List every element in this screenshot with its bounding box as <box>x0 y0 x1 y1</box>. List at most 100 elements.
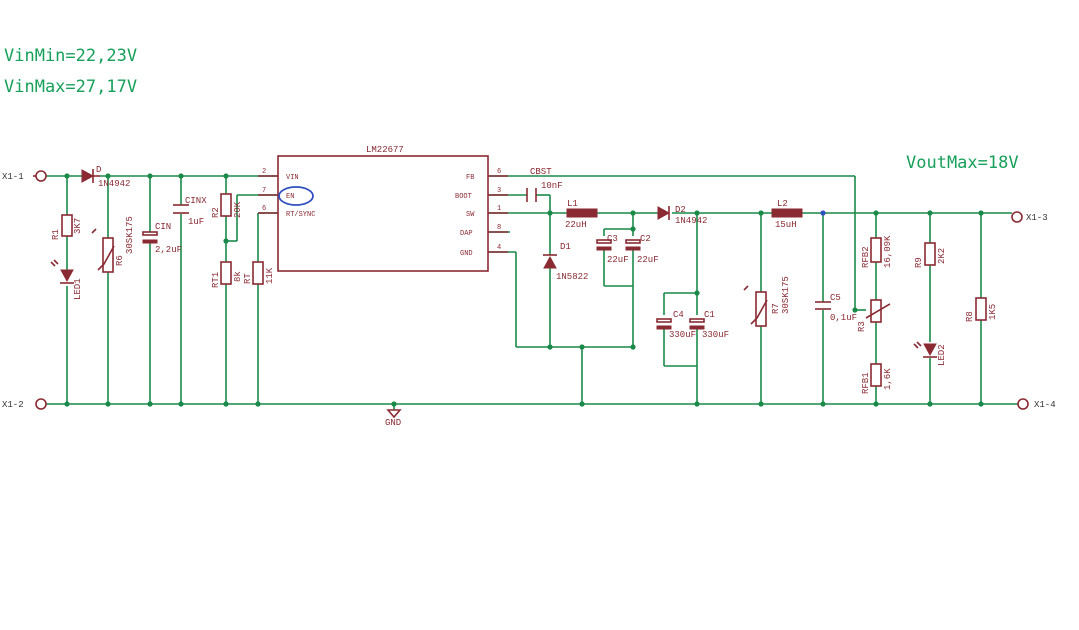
ic-pin-label: GND <box>460 250 473 258</box>
capacitor-cbst: CBST 10nF <box>526 167 563 202</box>
svg-text:D1: D1 <box>560 242 571 252</box>
svg-text:15uH: 15uH <box>775 220 797 230</box>
svg-text:22uF: 22uF <box>607 255 629 265</box>
svg-text:RFB2: RFB2 <box>861 246 871 268</box>
svg-text:L2: L2 <box>777 199 788 209</box>
svg-text:1N4942: 1N4942 <box>675 216 707 226</box>
svg-text:GND: GND <box>385 418 401 428</box>
ic-pin-num: 6 <box>262 205 266 213</box>
ground-symbol: GND <box>385 409 402 428</box>
svg-text:8k: 8k <box>233 271 243 282</box>
ic-pin-num: 4 <box>497 244 501 252</box>
inductor-l1: L1 22uH <box>565 199 598 230</box>
svg-text:1K5: 1K5 <box>988 304 998 320</box>
svg-text:RT1: RT1 <box>211 272 221 288</box>
ic-pin-label: SW <box>466 211 475 219</box>
resistor-rt: RT 11K <box>243 261 275 285</box>
terminals: X1-1 X1-2 X1-3 X1-4 <box>2 170 1056 410</box>
svg-text:CINX: CINX <box>185 196 207 206</box>
capacitor-cin: CIN 2,2uF <box>142 222 182 255</box>
svg-text:22uF: 22uF <box>637 255 659 265</box>
svg-text:16,09K: 16,09K <box>883 235 893 268</box>
svg-text:11K: 11K <box>265 267 275 284</box>
svg-text:R7: R7 <box>771 303 781 314</box>
potentiometer-r3: R3 <box>857 299 891 332</box>
varistor-r7: R7 30SK175 <box>743 276 791 327</box>
svg-text:D2: D2 <box>675 205 686 215</box>
svg-text:330uF: 330uF <box>702 330 729 340</box>
ic-pin-num: 6 <box>497 168 501 176</box>
ic-pin-num: 8 <box>497 224 501 232</box>
resistor-r8: R8 1K5 <box>965 297 998 322</box>
diode-d1: D1 1N5822 <box>543 242 588 282</box>
svg-text:CBST: CBST <box>530 167 552 177</box>
resistor-r2: R2 20K <box>211 193 243 218</box>
svg-text:1uF: 1uF <box>188 217 204 227</box>
svg-text:C4: C4 <box>673 310 684 320</box>
svg-text:1N5822: 1N5822 <box>556 272 588 282</box>
vin-min-annotation: VinMin=22,23V <box>4 46 137 66</box>
ic-name: LM22677 <box>366 145 404 155</box>
svg-text:R2: R2 <box>211 207 221 218</box>
vout-max-annotation: VoutMax=18V <box>906 153 1019 173</box>
capacitor-c5: C5 0,1uF <box>815 293 857 323</box>
ic-pin-label: RT/SYNC <box>286 211 315 219</box>
svg-text:C3: C3 <box>607 234 618 244</box>
resistor-r9: R9 2K2 <box>914 242 947 268</box>
terminal-x1-3: X1-3 <box>1026 213 1048 223</box>
svg-text:30SK175: 30SK175 <box>125 216 135 254</box>
svg-text:1N4942: 1N4942 <box>98 179 130 189</box>
svg-text:R3: R3 <box>857 321 867 332</box>
ic-pin-label: VIN <box>286 174 299 182</box>
svg-text:R9: R9 <box>914 257 924 268</box>
diode-d: D 1N4942 <box>81 165 130 189</box>
svg-text:2,2uF: 2,2uF <box>155 245 182 255</box>
svg-text:10nF: 10nF <box>541 181 563 191</box>
svg-text:D: D <box>96 165 101 175</box>
led-led2: LED2 <box>913 341 947 366</box>
diode-d2: D2 1N4942 <box>657 205 707 226</box>
svg-text:1,6K: 1,6K <box>883 368 893 390</box>
terminal-x1-2: X1-2 <box>2 400 24 410</box>
svg-text:LED1: LED1 <box>73 278 83 300</box>
led-led1: LED1 <box>50 259 83 300</box>
terminal-x1-1: X1-1 <box>2 172 24 182</box>
resistor-r1: R1 3K7 <box>51 214 83 240</box>
varistor-r6: R6 30SK175 <box>91 216 135 273</box>
ic-pin-label: DAP <box>460 230 473 238</box>
svg-text:30SK175: 30SK175 <box>781 276 791 314</box>
junction-dots <box>64 173 984 407</box>
en-highlight-circle <box>278 186 314 206</box>
ic-pin-num: 3 <box>497 187 501 195</box>
resistor-rfb1: RFB1 1,6K <box>861 363 893 394</box>
svg-text:L1: L1 <box>567 199 578 209</box>
svg-text:2K2: 2K2 <box>937 248 947 264</box>
inductor-l2: L2 15uH <box>771 199 803 230</box>
wires <box>46 175 1018 410</box>
vin-max-annotation: VinMax=27,17V <box>4 77 137 97</box>
terminal-x1-4: X1-4 <box>1034 400 1056 410</box>
svg-text:20K: 20K <box>233 201 243 218</box>
svg-text:3K7: 3K7 <box>73 218 83 234</box>
svg-text:22uH: 22uH <box>565 220 587 230</box>
svg-text:0,1uF: 0,1uF <box>830 313 857 323</box>
ic-pin-num: 2 <box>262 168 266 176</box>
svg-text:RT: RT <box>243 273 253 284</box>
ic-pin-num: 7 <box>262 187 266 195</box>
svg-text:LED2: LED2 <box>937 344 947 366</box>
capacitor-c4: C4 330uF <box>656 310 696 340</box>
svg-text:R1: R1 <box>51 229 61 240</box>
capacitor-c1: C1 330uF <box>689 310 729 340</box>
capacitor-c3: C3 22uF <box>596 234 629 265</box>
capacitor-c2: C2 22uF <box>625 234 659 265</box>
capacitor-cinx: CINX 1uF <box>173 196 207 227</box>
ic-pin-label: BOOT <box>455 193 472 201</box>
svg-text:C1: C1 <box>704 310 715 320</box>
resistor-rt1: RT1 8k <box>211 261 243 288</box>
svg-text:C5: C5 <box>830 293 841 303</box>
svg-text:CIN: CIN <box>155 222 171 232</box>
svg-text:RFB1: RFB1 <box>861 372 871 394</box>
svg-text:C2: C2 <box>640 234 651 244</box>
svg-text:R6: R6 <box>115 255 125 266</box>
